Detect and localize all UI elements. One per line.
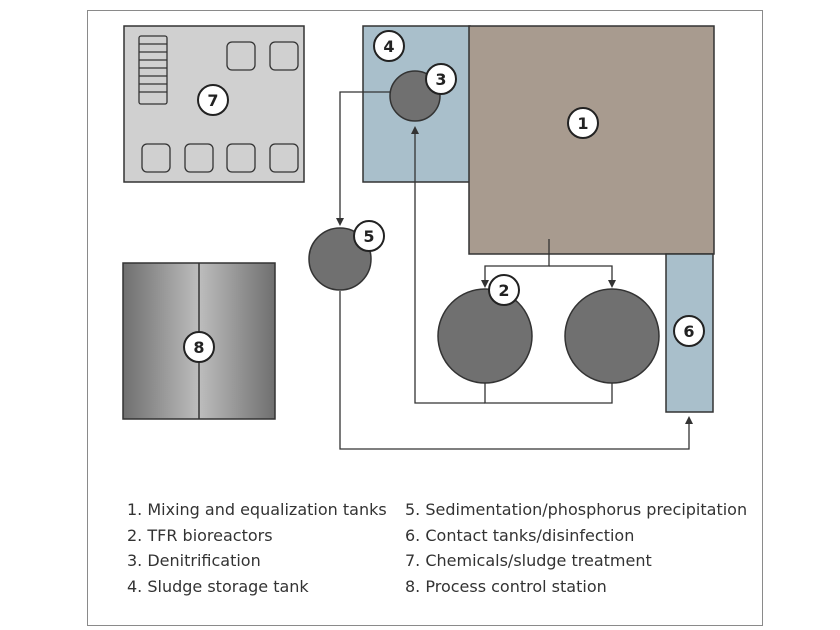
legend-item-8: 8. Process control station (405, 576, 607, 596)
legend-item-7: 7. Chemicals/sludge treatment (405, 551, 652, 570)
tfr-bioreactor-right (564, 288, 660, 384)
legend-item-1: 1. Mixing and equalization tanks (127, 500, 387, 519)
sludge-press-unit (138, 35, 168, 105)
legend-item-3: 3. Denitrification (127, 551, 261, 570)
marker-1: 1 (567, 107, 599, 139)
marker-2: 2 (488, 274, 520, 306)
legend-item-2: 2. TFR bioreactors (127, 525, 273, 545)
legend-item-6: 6. Contact tanks/disinfection (405, 525, 635, 545)
svg-text:2: 2 (498, 281, 509, 300)
flow-line-bioreactors-return (484, 383, 613, 404)
svg-text:1: 1 (577, 114, 588, 133)
svg-text:3: 3 (435, 70, 446, 89)
chemicals-sludge-area (123, 25, 305, 183)
marker-4: 4 (373, 30, 405, 62)
mixing-equalization-tanks (468, 25, 715, 255)
legend-right-column: 5. Sedimentation/phosphorus precipitatio… (405, 497, 747, 599)
marker-6: 6 (673, 315, 705, 347)
flow-line-return-to-denitrification (411, 126, 485, 404)
legend-item-4: 4. Sludge storage tank (127, 576, 309, 596)
marker-5: 5 (353, 220, 385, 252)
legend-item-5: 5. Sedimentation/phosphorus precipitatio… (405, 500, 748, 519)
flow-line-denitrification-to-sedimentation (336, 91, 390, 226)
svg-text:4: 4 (383, 37, 394, 56)
legend-left-column: 1. Mixing and equalization tanks 2. TFR … (127, 497, 387, 599)
flow-line-basin-to-bioreactor-2 (549, 265, 616, 288)
flow-line-sedimentation-to-contact (339, 291, 693, 450)
svg-text:6: 6 (683, 322, 694, 341)
marker-3: 3 (425, 63, 457, 95)
marker-8: 8 (183, 331, 215, 363)
diagram-frame (87, 10, 763, 626)
svg-text:5: 5 (363, 227, 374, 246)
flow-lines (336, 91, 693, 450)
marker-7: 7 (197, 84, 229, 116)
chemical-containers (141, 41, 299, 173)
svg-text:8: 8 (193, 338, 204, 357)
tfr-bioreactor-left (437, 288, 533, 384)
svg-text:7: 7 (207, 91, 218, 110)
flow-line-basin-to-bioreactors (481, 239, 550, 288)
